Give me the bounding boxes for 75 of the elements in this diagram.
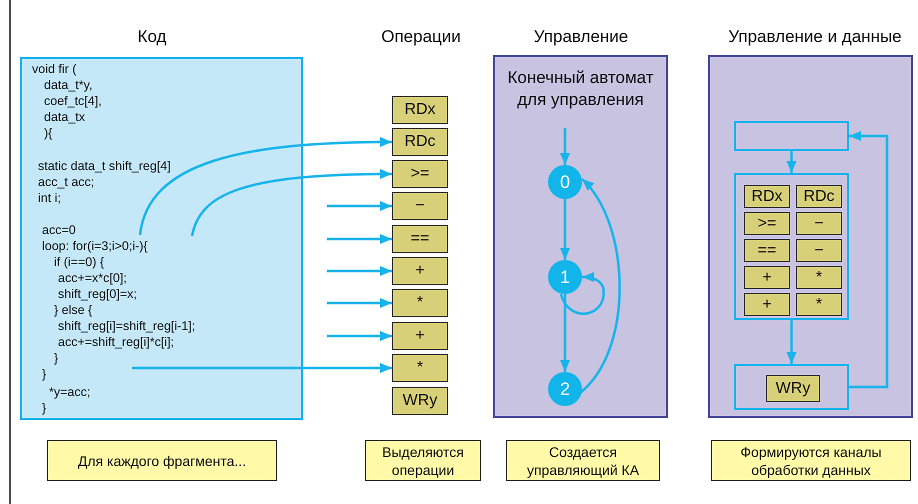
note-box: Формируются каналы обработки данных: [711, 440, 911, 481]
code-line: acc+=shift_reg[i]*c[i];: [58, 335, 174, 350]
note-box: Создается управляющий КА: [506, 440, 660, 481]
operation-block: >=: [392, 160, 448, 188]
code-line: }: [42, 367, 46, 382]
column-heading: Управление и данные: [728, 27, 902, 47]
arrow: [132, 363, 392, 373]
operation-block: RDx: [392, 96, 448, 124]
operation-block: >=: [744, 212, 790, 235]
fsm-panel: [493, 55, 668, 418]
operation-block: +: [744, 266, 790, 289]
note-box: Выделяются операции: [365, 440, 481, 481]
arrow: [560, 272, 605, 315]
operation-block: WRy: [392, 387, 448, 415]
operation-block: +: [744, 293, 790, 316]
arrow: [327, 331, 392, 341]
operation-block: −: [392, 192, 448, 220]
arrow: [560, 199, 570, 260]
writeback-stage: [734, 364, 849, 410]
code-line: acc_t acc;: [38, 175, 94, 190]
code-line: int i;: [38, 191, 61, 206]
arrow: [327, 266, 392, 276]
code-line: void fir (: [32, 62, 76, 77]
code-line: data_t*y,: [44, 78, 92, 93]
panel-title: Конечный автомат для управления: [506, 67, 655, 111]
code-line: data_tx: [44, 110, 86, 125]
code-line: ){: [44, 126, 52, 141]
code-line: if (i==0) {: [54, 255, 104, 270]
code-line: coef_tc[4],: [44, 94, 102, 109]
register-box: [734, 121, 849, 151]
arrow: [579, 178, 621, 394]
arrow: [849, 131, 888, 388]
operation-block: RDc: [796, 185, 842, 208]
arrow: [786, 320, 796, 364]
code-line: static data_t shift_reg[4]: [38, 159, 171, 174]
arrow: [190, 169, 392, 236]
note-box: Для каждого фрагмента...: [47, 440, 277, 481]
operation-block: +: [392, 322, 448, 350]
state-circle: 2: [548, 372, 582, 406]
datapath-panel: [708, 55, 913, 418]
code-panel: [20, 57, 303, 420]
arrow: [786, 151, 796, 173]
state-circle: 1: [548, 260, 582, 294]
code-line: shift_reg[i]=shift_reg[i-1];: [58, 319, 196, 334]
code-line: }: [42, 401, 46, 416]
operation-block: RDx: [744, 185, 790, 208]
operation-block: *: [796, 293, 842, 316]
operation-block: *: [796, 266, 842, 289]
code-line: loop: for(i=3;i>0;i-){: [42, 239, 148, 254]
arrow: [560, 294, 570, 372]
operation-block: ==: [392, 225, 448, 253]
arrow: [327, 298, 392, 308]
operation-block: WRy: [766, 375, 820, 402]
column-heading: Операции: [381, 27, 461, 47]
operation-block: ==: [744, 239, 790, 262]
code-line: acc=0: [42, 223, 76, 238]
code-line: acc+=x*c[0];: [58, 271, 127, 286]
operation-block: RDc: [392, 128, 448, 156]
arrow: [327, 234, 392, 244]
code-line: *y=acc;: [49, 385, 90, 400]
operation-block: *: [392, 354, 448, 382]
column-heading: Код: [138, 27, 166, 47]
operation-block: −: [796, 239, 842, 262]
arrow: [560, 128, 570, 165]
column-heading: Управление: [534, 27, 628, 47]
operation-block: +: [392, 257, 448, 285]
state-circle: 0: [548, 165, 582, 199]
code-line: }: [54, 351, 58, 366]
arrow: [327, 201, 392, 211]
arrow: [138, 137, 392, 236]
code-line: shift_reg[0]=x;: [58, 287, 137, 302]
operation-block: *: [392, 289, 448, 317]
operation-group: [734, 173, 849, 320]
operation-block: −: [796, 212, 842, 235]
code-line: } else {: [54, 303, 92, 318]
